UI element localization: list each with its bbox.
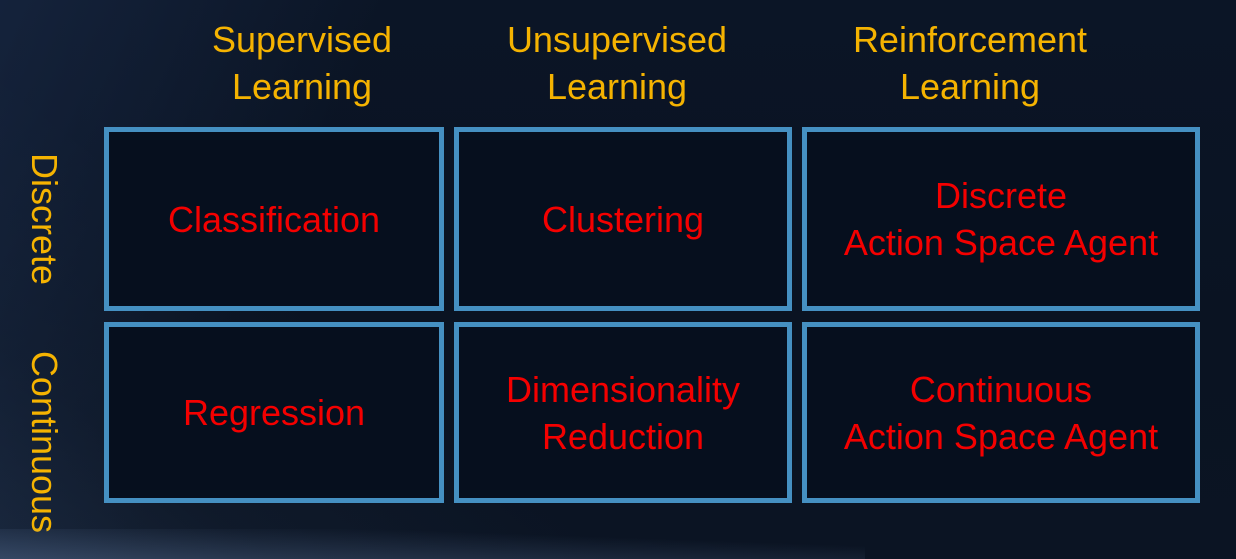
- column-headers-row: Supervised Learning Unsupervised Learnin…: [104, 16, 1200, 110]
- matrix-grid: Classification Clustering Discrete Actio…: [104, 127, 1200, 503]
- cell-regression: Regression: [104, 322, 444, 503]
- cell-clustering: Clustering: [454, 127, 792, 311]
- row-label-continuous: Continuous: [24, 350, 65, 534]
- column-header-reinforcement-learning: Reinforcement Learning: [852, 19, 1088, 107]
- cell-continuous-action-space-agent: Continuous Action Space Agent: [802, 322, 1200, 503]
- column-header-supervised-learning: Supervised Learning: [211, 19, 393, 107]
- cell-classification: Classification: [104, 127, 444, 311]
- row-label-discrete: Discrete: [24, 152, 65, 286]
- column-header-unsupervised-learning: Unsupervised Learning: [506, 19, 728, 107]
- cell-dimensionality-reduction: Dimensionality Reduction: [454, 322, 792, 503]
- cell-discrete-action-space-agent: Discrete Action Space Agent: [802, 127, 1200, 311]
